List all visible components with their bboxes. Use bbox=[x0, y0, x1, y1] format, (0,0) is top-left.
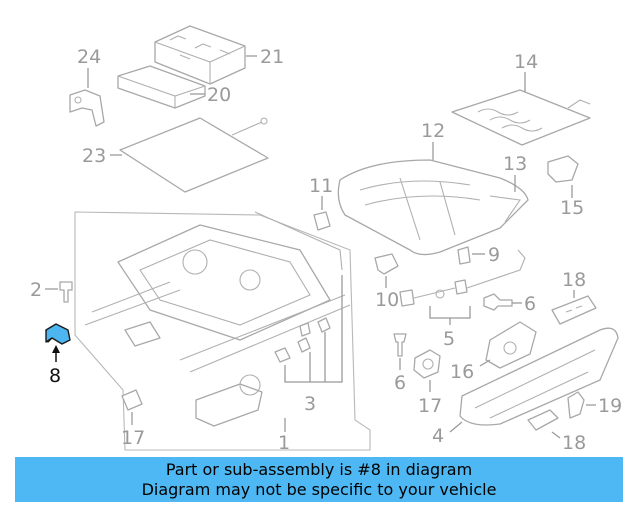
callout-20: 19 bbox=[598, 395, 622, 417]
part-8-highlighted[interactable] bbox=[45, 323, 71, 362]
callout-22: 21 bbox=[246, 46, 284, 68]
part-2-bolt bbox=[45, 281, 73, 303]
svg-text:10: 10 bbox=[375, 289, 399, 311]
callout-5: 5 bbox=[443, 328, 455, 350]
svg-text:18: 18 bbox=[562, 432, 586, 454]
part-3-clips bbox=[274, 275, 343, 383]
part-17-motor bbox=[413, 349, 441, 392]
callout-19: 18 bbox=[562, 432, 586, 454]
callout-3: 3 bbox=[304, 393, 316, 415]
part-1-seat-frame bbox=[84, 211, 351, 373]
callout-12: 12 bbox=[421, 120, 445, 160]
svg-text:1: 1 bbox=[278, 432, 290, 454]
svg-text:20: 20 bbox=[207, 84, 231, 106]
part-18-switch bbox=[551, 290, 597, 325]
part-4-side-trim bbox=[449, 327, 619, 433]
svg-text:19: 19 bbox=[598, 395, 622, 417]
part-19-knob bbox=[527, 409, 561, 439]
callout-23: 23 bbox=[82, 145, 122, 167]
svg-text:5: 5 bbox=[443, 328, 455, 350]
svg-text:14: 14 bbox=[514, 51, 538, 73]
callout-6b: 6 bbox=[394, 372, 406, 394]
svg-text:2: 2 bbox=[30, 279, 42, 301]
callout-10: 10 bbox=[375, 289, 399, 311]
svg-text:13: 13 bbox=[503, 153, 527, 175]
svg-text:3: 3 bbox=[304, 393, 316, 415]
part-7-clip bbox=[457, 246, 485, 265]
info-banner: Part or sub-assembly is #8 in diagram Di… bbox=[15, 457, 623, 502]
part-23-sheet bbox=[119, 117, 269, 193]
svg-text:6: 6 bbox=[524, 293, 536, 315]
callout-13: 13 bbox=[503, 153, 527, 192]
banner-line-2: Diagram may not be specific to your vehi… bbox=[141, 480, 497, 499]
svg-text:6: 6 bbox=[394, 372, 406, 394]
svg-text:4: 4 bbox=[432, 425, 444, 447]
callout-24: 24 bbox=[77, 46, 101, 68]
callout-1: 1 bbox=[278, 418, 290, 454]
part-20-knob bbox=[567, 391, 596, 419]
frame-motor bbox=[195, 374, 263, 427]
svg-text:18: 18 bbox=[562, 269, 586, 291]
svg-text:24: 24 bbox=[77, 46, 101, 68]
callout-6a: 6 bbox=[524, 293, 536, 315]
svg-text:11: 11 bbox=[309, 175, 333, 197]
part-16-switch bbox=[479, 321, 537, 369]
svg-text:12: 12 bbox=[421, 120, 445, 142]
part-6-screw-b bbox=[393, 333, 407, 370]
callout-18: 18 bbox=[562, 269, 586, 291]
svg-text:8: 8 bbox=[49, 365, 61, 387]
svg-text:16: 16 bbox=[450, 361, 474, 383]
callout-15: 15 bbox=[560, 197, 584, 219]
part-22-module bbox=[154, 25, 246, 85]
callout-21: 20 bbox=[190, 84, 231, 106]
svg-text:15: 15 bbox=[560, 197, 584, 219]
part-15-connector bbox=[547, 155, 579, 198]
callout-11: 11 bbox=[309, 175, 333, 197]
part-12-seat-cushion bbox=[337, 159, 529, 256]
svg-text:23: 23 bbox=[82, 145, 106, 167]
callout-8: 8 bbox=[49, 365, 61, 387]
part-1-frame-box bbox=[74, 211, 371, 451]
part-14-heater-pad bbox=[451, 89, 591, 146]
part-11-clip bbox=[313, 196, 331, 231]
part-21-module bbox=[117, 65, 206, 109]
callout-7: 9 bbox=[488, 244, 500, 266]
callout-2: 2 bbox=[30, 279, 42, 301]
svg-text:17: 17 bbox=[418, 395, 442, 417]
callout-14: 14 bbox=[514, 51, 538, 92]
callout-17: 17 bbox=[418, 395, 442, 417]
part-24-bracket bbox=[69, 68, 105, 127]
callout-4: 4 bbox=[432, 425, 444, 447]
svg-text:17: 17 bbox=[121, 427, 145, 449]
callout-16: 16 bbox=[450, 361, 474, 383]
banner-line-1: Part or sub-assembly is #8 in diagram bbox=[165, 460, 473, 479]
svg-text:21: 21 bbox=[260, 46, 284, 68]
callout-9: 17 bbox=[121, 427, 145, 449]
parts-diagram: 21 20 24 23 14 bbox=[30, 25, 622, 454]
part-10-bracket bbox=[374, 253, 399, 288]
part-6-screw-a bbox=[483, 293, 522, 311]
part-5-harness bbox=[399, 249, 526, 325]
svg-text:9: 9 bbox=[488, 244, 500, 266]
part-9-block bbox=[121, 389, 143, 425]
